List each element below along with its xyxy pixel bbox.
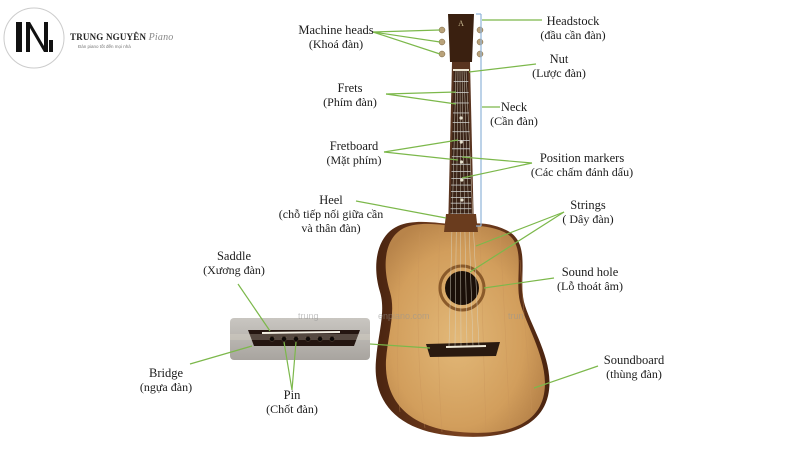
bridge-closeup-inset bbox=[230, 318, 370, 360]
neck-bracket bbox=[476, 13, 482, 227]
bridge bbox=[426, 342, 500, 357]
soundboard-top bbox=[385, 223, 545, 433]
brand-tagline: Đàn piano tốt đến mọi nhà bbox=[78, 44, 131, 49]
label-headstock: Headstock (đầu cần đàn) bbox=[540, 14, 606, 42]
guitar-neck bbox=[444, 62, 480, 347]
guitar-body bbox=[375, 221, 550, 437]
label-fretboard: Fretboard (Mặt phím) bbox=[326, 139, 382, 167]
brand-name: TRUNG NGUYÊN Piano bbox=[70, 32, 174, 43]
heel bbox=[444, 214, 478, 232]
label-heel: Heel (chỗ tiếp nối giữa cần và thân đàn) bbox=[278, 193, 384, 235]
svg-text:A: A bbox=[458, 19, 464, 28]
label-sound-hole: Sound hole (Lỗ thoát âm) bbox=[557, 265, 623, 293]
watermark: enpiano.com bbox=[378, 311, 430, 321]
label-saddle: Saddle (Xương đàn) bbox=[203, 249, 265, 277]
label-machine-heads: Machine heads (Khoá đàn) bbox=[298, 23, 374, 51]
strings bbox=[448, 69, 480, 347]
label-bridge: Bridge (ngựa đàn) bbox=[139, 366, 193, 394]
label-strings: Strings ( Dây đàn) bbox=[562, 198, 614, 226]
saddle bbox=[445, 345, 487, 348]
label-frets: Frets (Phím đàn) bbox=[323, 81, 377, 109]
sound-hole bbox=[445, 271, 479, 305]
label-pin: Pin (Chốt đàn) bbox=[266, 388, 318, 416]
headstock: A bbox=[438, 14, 484, 62]
watermark: trung bbox=[298, 311, 319, 321]
label-nut: Nut (Lược đàn) bbox=[532, 52, 586, 80]
label-soundboard: Soundboard (thùng đàn) bbox=[603, 353, 665, 381]
leader-lines bbox=[189, 19, 599, 391]
label-position-markers: Position markers (Các chấm đánh dấu) bbox=[530, 151, 634, 179]
label-neck: Neck (Cần đàn) bbox=[490, 100, 538, 128]
bridge-pins bbox=[269, 336, 335, 342]
brand-logo bbox=[3, 7, 65, 69]
watermark: trun bbox=[508, 311, 524, 321]
